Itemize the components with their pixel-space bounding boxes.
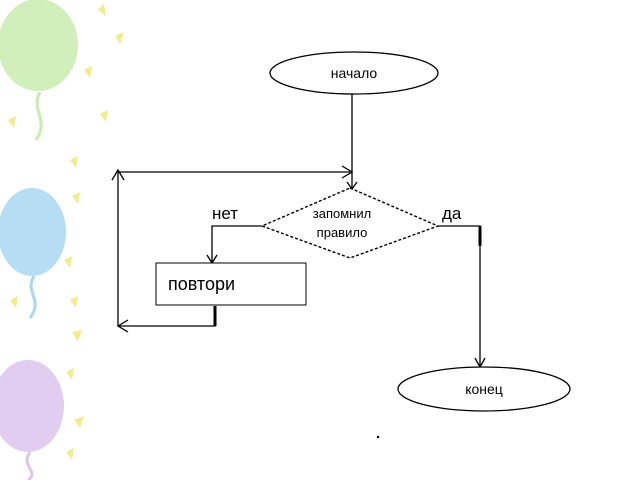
sparkle-icons [8,4,124,460]
purple-balloon-icon [0,360,64,452]
arrow-loop-up-icon [111,168,125,181]
decision-label-line2: правило [317,225,368,240]
dot-mark [376,435,380,439]
arrow-loop-left-icon [116,319,129,333]
process-node: повтори [155,262,307,306]
arrow-loop-right-icon [341,165,354,179]
end-label: конец [465,381,503,397]
no-branch-line [211,225,262,262]
start-terminal: начало [269,51,439,95]
decision-label-line1: запомнил [313,206,371,221]
process-label: повтори [168,274,235,294]
start-label: начало [331,65,378,81]
blue-balloon-icon [0,188,66,276]
decision-node: запомнил правило [260,187,440,259]
yes-branch-label: да [442,204,462,223]
end-terminal: конец [397,366,571,412]
yes-branch-line [438,225,481,366]
no-branch-label: нет [212,204,238,223]
balloon-decoration [0,0,124,480]
green-balloon-icon [0,0,78,91]
